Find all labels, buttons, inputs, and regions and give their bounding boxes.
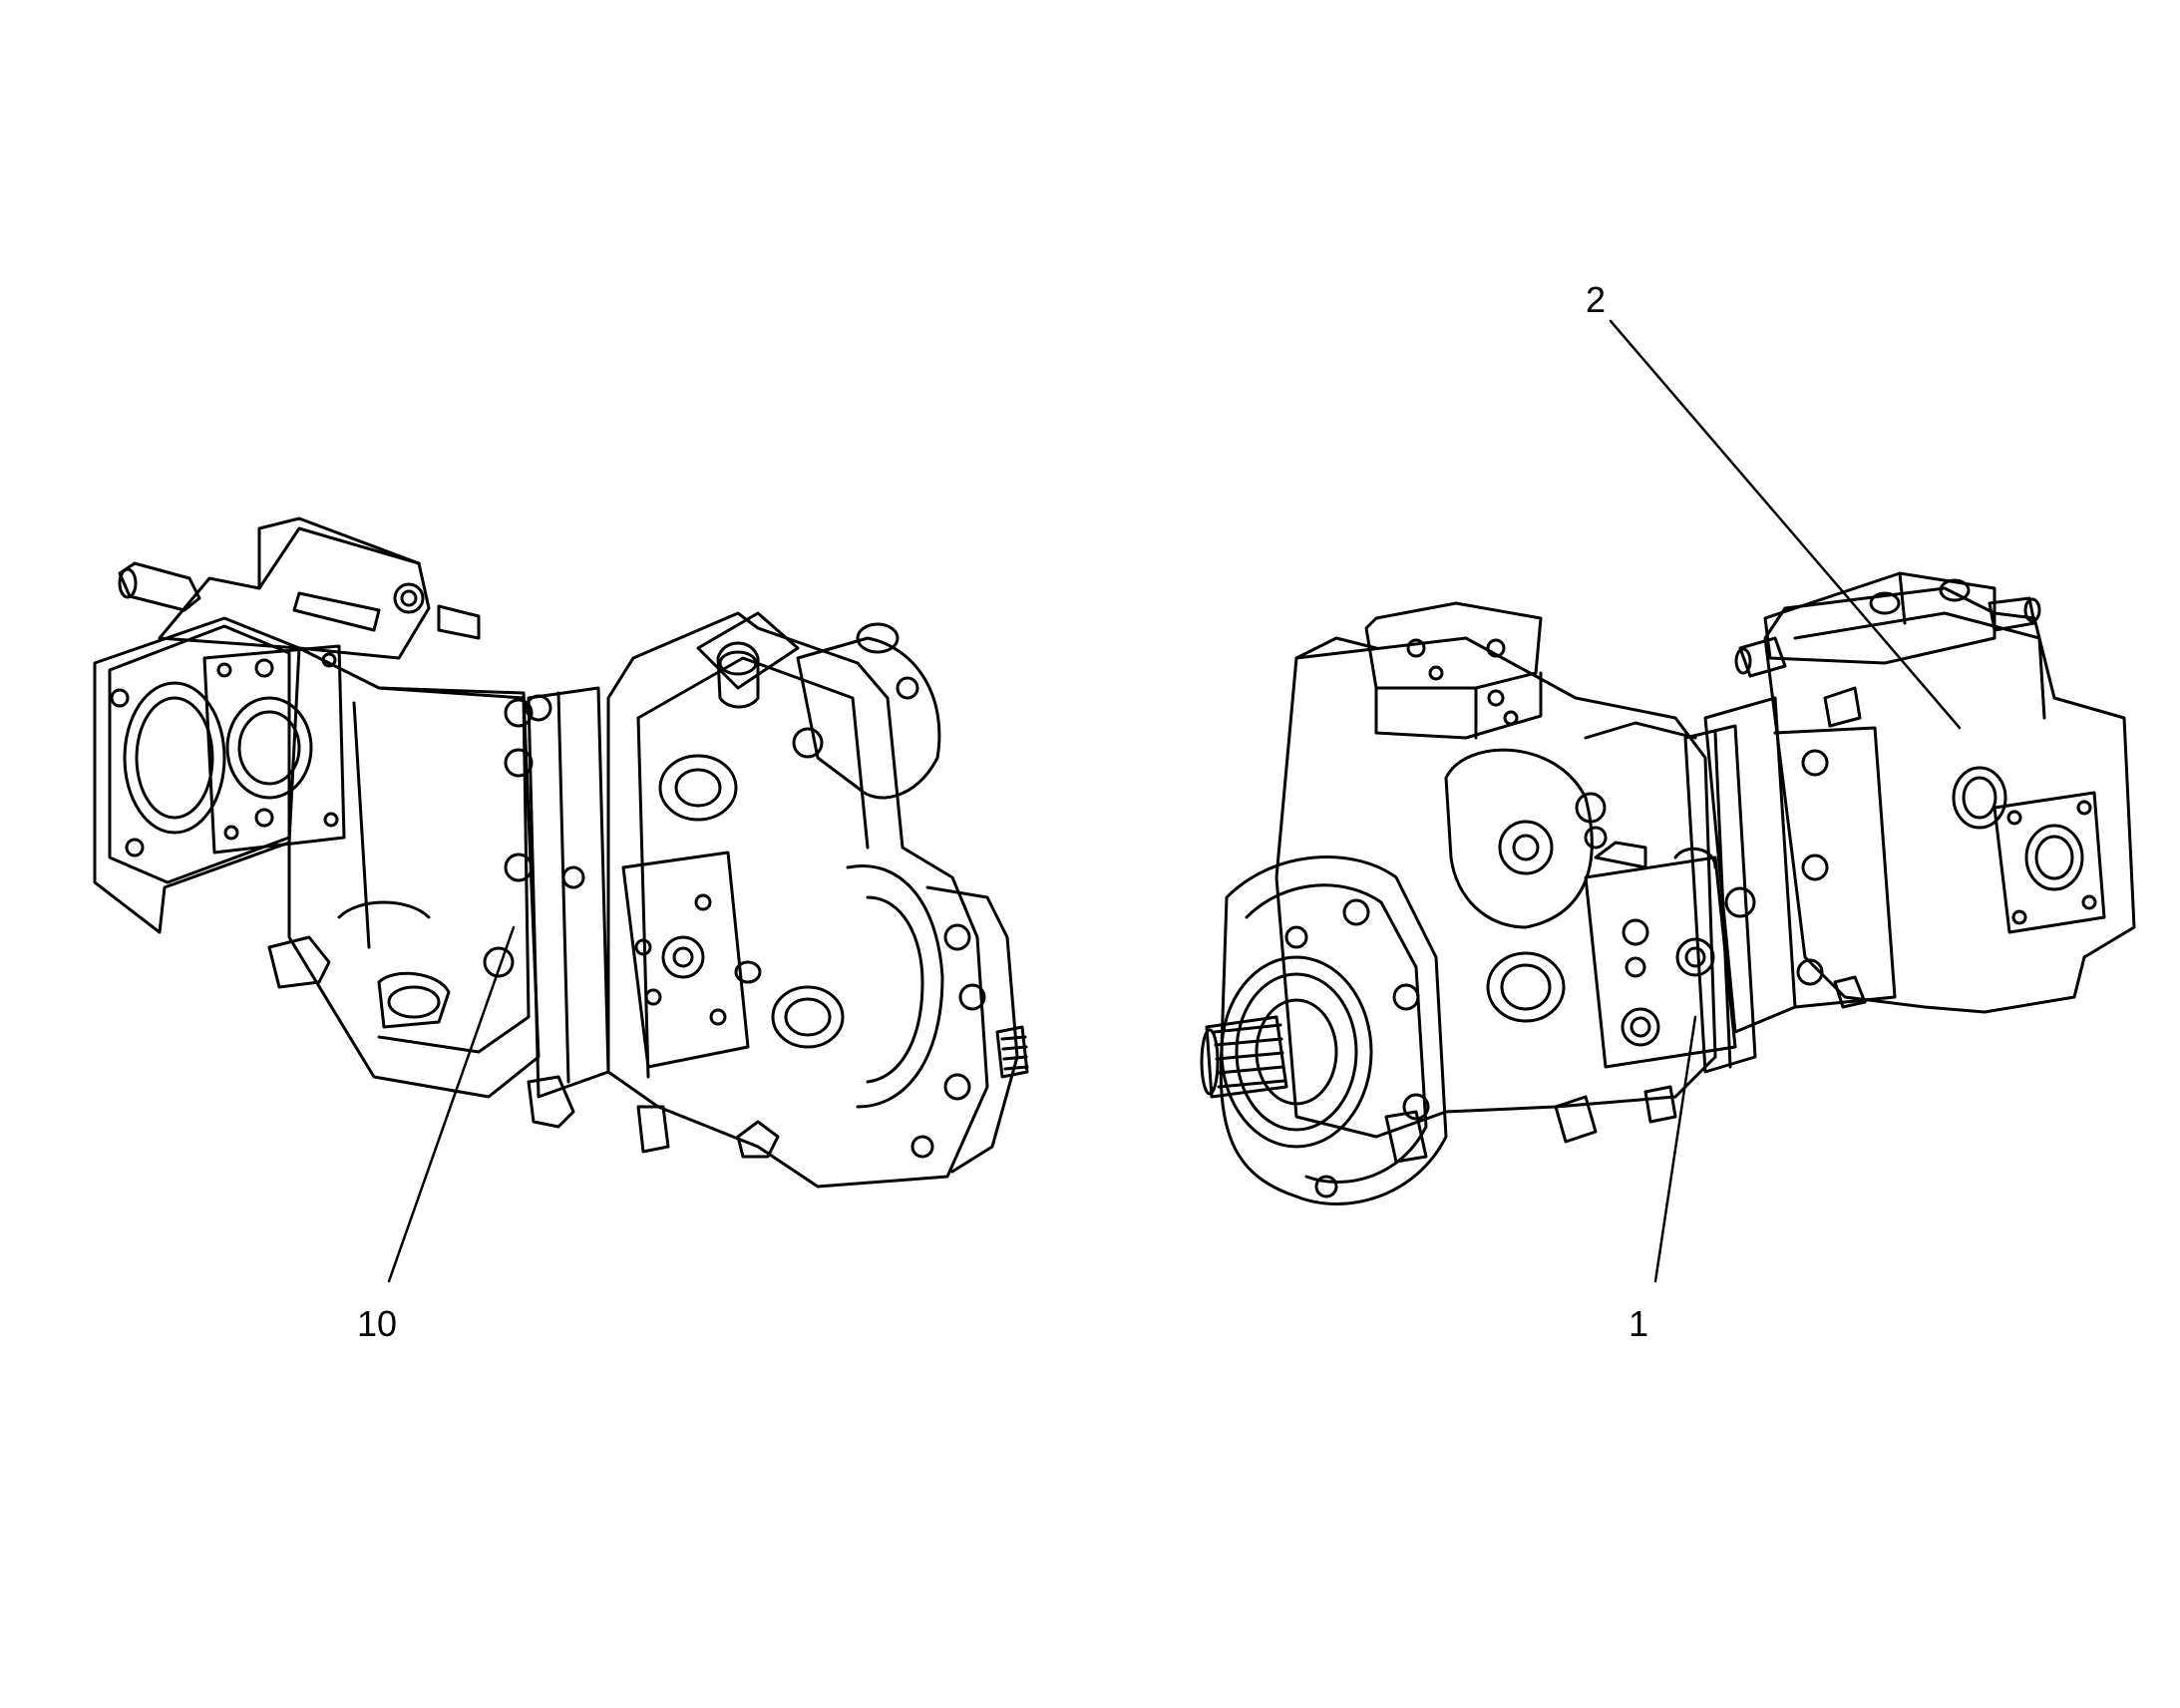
callout-label-2: 2 <box>1586 279 1607 320</box>
left-pump-assembly <box>93 516 1029 1189</box>
leader-line-1 <box>1653 1015 1697 1283</box>
leader-line-10 <box>387 925 516 1283</box>
callout-label-1: 1 <box>1629 1303 1649 1344</box>
right-pump-assembly <box>1200 571 2136 1205</box>
leader-line-2 <box>1609 319 1962 730</box>
callout-label-10: 10 <box>357 1303 398 1344</box>
leader-lines <box>387 319 1962 1283</box>
